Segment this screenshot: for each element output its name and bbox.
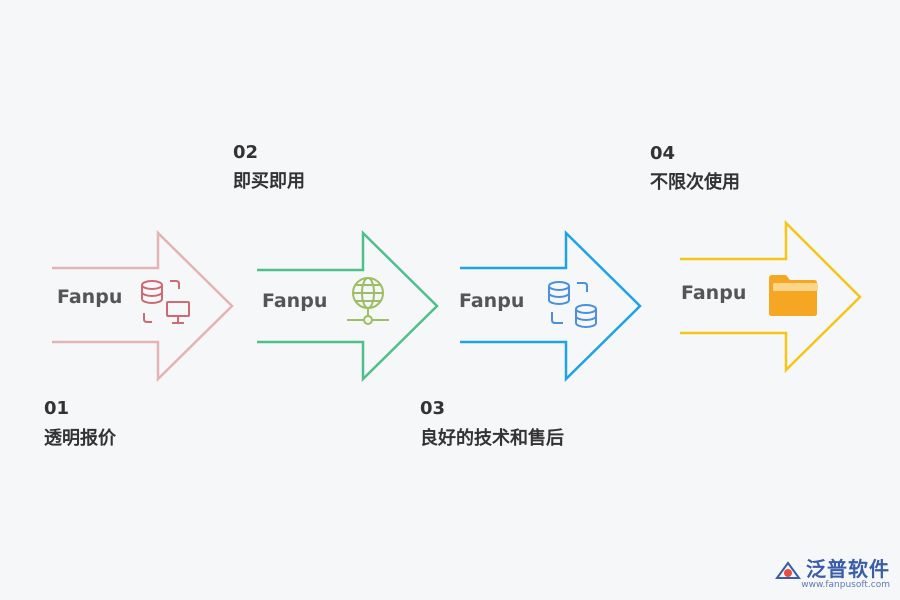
fanpu-logo: 泛普软件 www.fanpusoft.com xyxy=(774,553,890,590)
logo-brand-text: 泛普软件 xyxy=(806,556,890,581)
arrow-2 xyxy=(257,230,439,382)
step-4-number: 04 xyxy=(650,143,676,164)
logo-url-text: www.fanpusoft.com xyxy=(801,580,890,590)
arrow-4 xyxy=(680,219,862,373)
fanpu-logo-icon xyxy=(774,561,801,579)
arrow-3 xyxy=(460,230,642,382)
step-2-title: 即买即用 xyxy=(233,171,305,192)
database-monitor-icon xyxy=(141,280,190,324)
step-3-title: 良好的技术和售后 xyxy=(420,428,564,449)
step-1-title: 透明报价 xyxy=(44,428,116,449)
arrow-1-label: Fanpu xyxy=(57,286,123,308)
globe-network-icon xyxy=(347,277,389,325)
arrow-3-label: Fanpu xyxy=(459,290,525,312)
arrow-2-label: Fanpu xyxy=(262,290,328,312)
step-3-number: 03 xyxy=(420,398,446,419)
step-4-title: 不限次使用 xyxy=(650,172,740,193)
folder-icon xyxy=(769,275,818,316)
step-1-number: 01 xyxy=(44,398,70,419)
arrow-4-label: Fanpu xyxy=(681,282,747,304)
database-sync-icon xyxy=(548,281,597,328)
step-2-number: 02 xyxy=(233,142,259,163)
arrow-1 xyxy=(52,230,234,382)
